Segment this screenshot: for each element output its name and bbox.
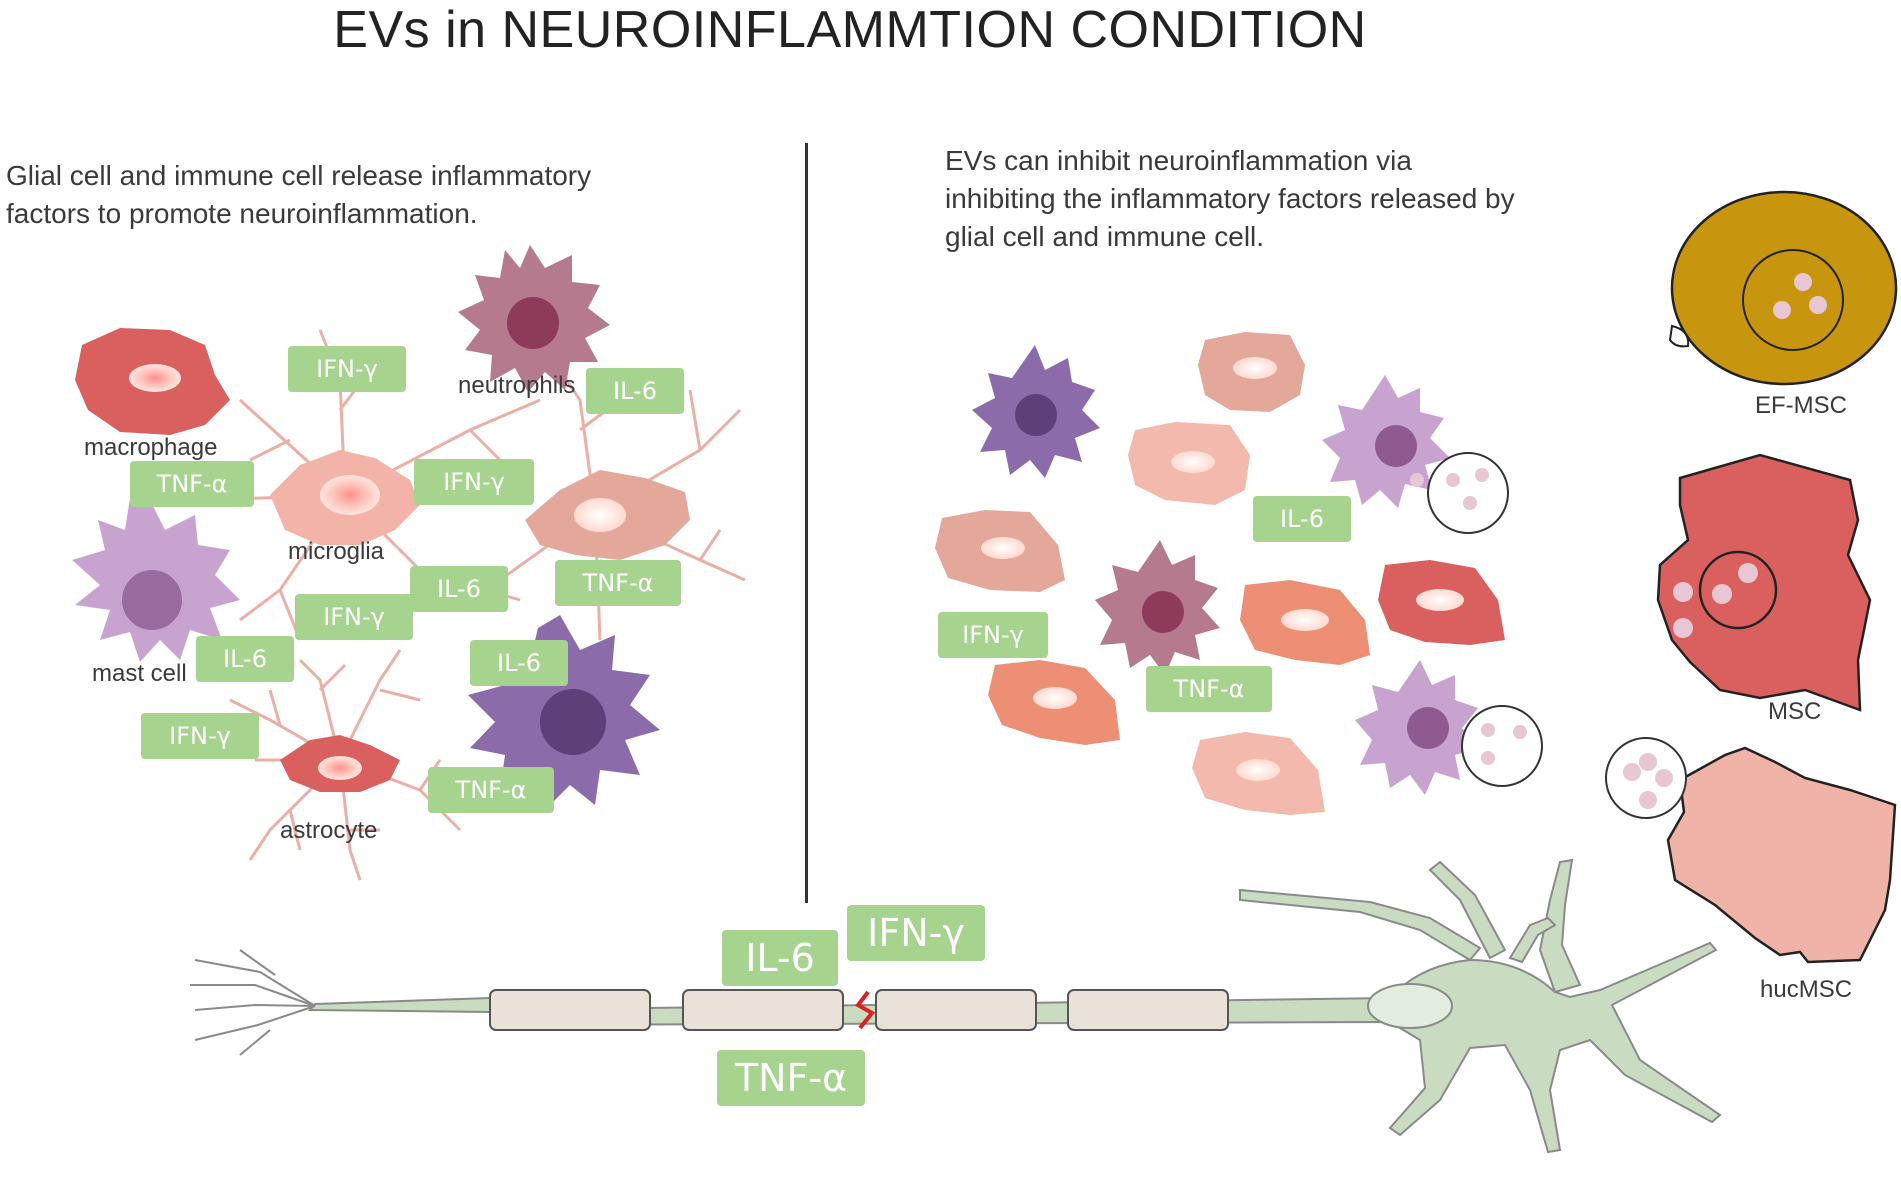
left-caption-line: factors to promote neuroinflammation. [6,198,478,229]
mast-cell [72,498,240,662]
ev-cell-lavender-2 [1355,660,1543,795]
left-caption: Glial cell and immune cell release infla… [6,157,591,233]
tag-ifn-gamma: IFN-γ [295,594,413,640]
tag-il-6: IL-6 [722,930,838,986]
neuron-nucleus [1367,983,1453,1029]
myelin-sheaths [489,989,1229,1031]
hucmsc-cell [1605,737,1897,964]
right-caption-line: glial cell and immune cell. [945,221,1265,252]
right-caption-line: inhibiting the inflammatory factors rele… [945,183,1515,214]
right-caption-line: EVs can inhibit neuroinflammation via [945,145,1412,176]
glial-cell [525,470,690,560]
label-macrophage: macrophage [84,434,218,461]
tag-ifn-gamma: IFN-γ [414,459,534,505]
tag-tnf-alpha: TNF-α [428,767,554,813]
label-hucmsc: hucMSC [1760,976,1853,1003]
msc-cell [1656,453,1872,712]
tag-il-6: IL-6 [470,640,568,686]
axon-terminal [190,949,316,1056]
ev-cell-purple-star [972,345,1100,478]
right-caption: EVs can inhibit neuroinflammation via in… [945,142,1515,256]
diagram-title: EVs in NEUROINFLAMMTION CONDITION [333,1,1367,59]
macrophage-cell [75,328,230,435]
tag-ifn-gamma: IFN-γ [141,713,259,759]
ef-msc-cell [1668,190,1898,386]
tag-il-6: IL-6 [586,368,684,414]
ev-cell-red [1378,560,1505,645]
ev-cell-coral-2 [988,660,1120,745]
ev-cell-peach-3 [1192,732,1325,815]
ev-cell-coral [1240,580,1370,665]
left-caption-line: Glial cell and immune cell release infla… [6,160,592,191]
ev-cell-lavender [1322,375,1509,534]
tag-tnf-alpha: TNF-α [555,560,681,606]
axon-damage-mark [855,990,876,1030]
tag-ifn-gamma: IFN-γ [288,346,406,392]
tag-ifn-gamma: IFN-γ [938,612,1048,658]
microglia-cell [270,450,420,545]
tag-ifn-gamma: IFN-γ [847,905,985,961]
tag-il-6: IL-6 [410,566,508,612]
tag-tnf-alpha: TNF-α [1146,666,1272,712]
panel-divider [805,143,808,903]
tag-tnf-alpha: TNF-α [717,1050,865,1106]
tag-il-6: IL-6 [196,636,294,682]
ev-cell-mauve-star [1095,540,1220,675]
ev-cell-peach-2 [935,510,1065,592]
label-neutrophils: neutrophils [458,372,576,399]
tag-tnf-alpha: TNF-α [130,461,254,507]
neutrophil-cell [458,245,610,392]
label-ef-msc: EF-MSC [1755,392,1847,419]
neuron [307,858,1722,1154]
astrocyte-cell [280,735,400,792]
label-msc: MSC [1768,698,1822,725]
label-mast-cell: mast cell [92,660,187,687]
ev-cell-peach [1198,332,1305,412]
label-astrocyte: astrocyte [280,817,378,844]
ev-cell-pale [1128,422,1250,505]
tag-il-6: IL-6 [1253,496,1351,542]
label-microglia: microglia [288,538,385,565]
